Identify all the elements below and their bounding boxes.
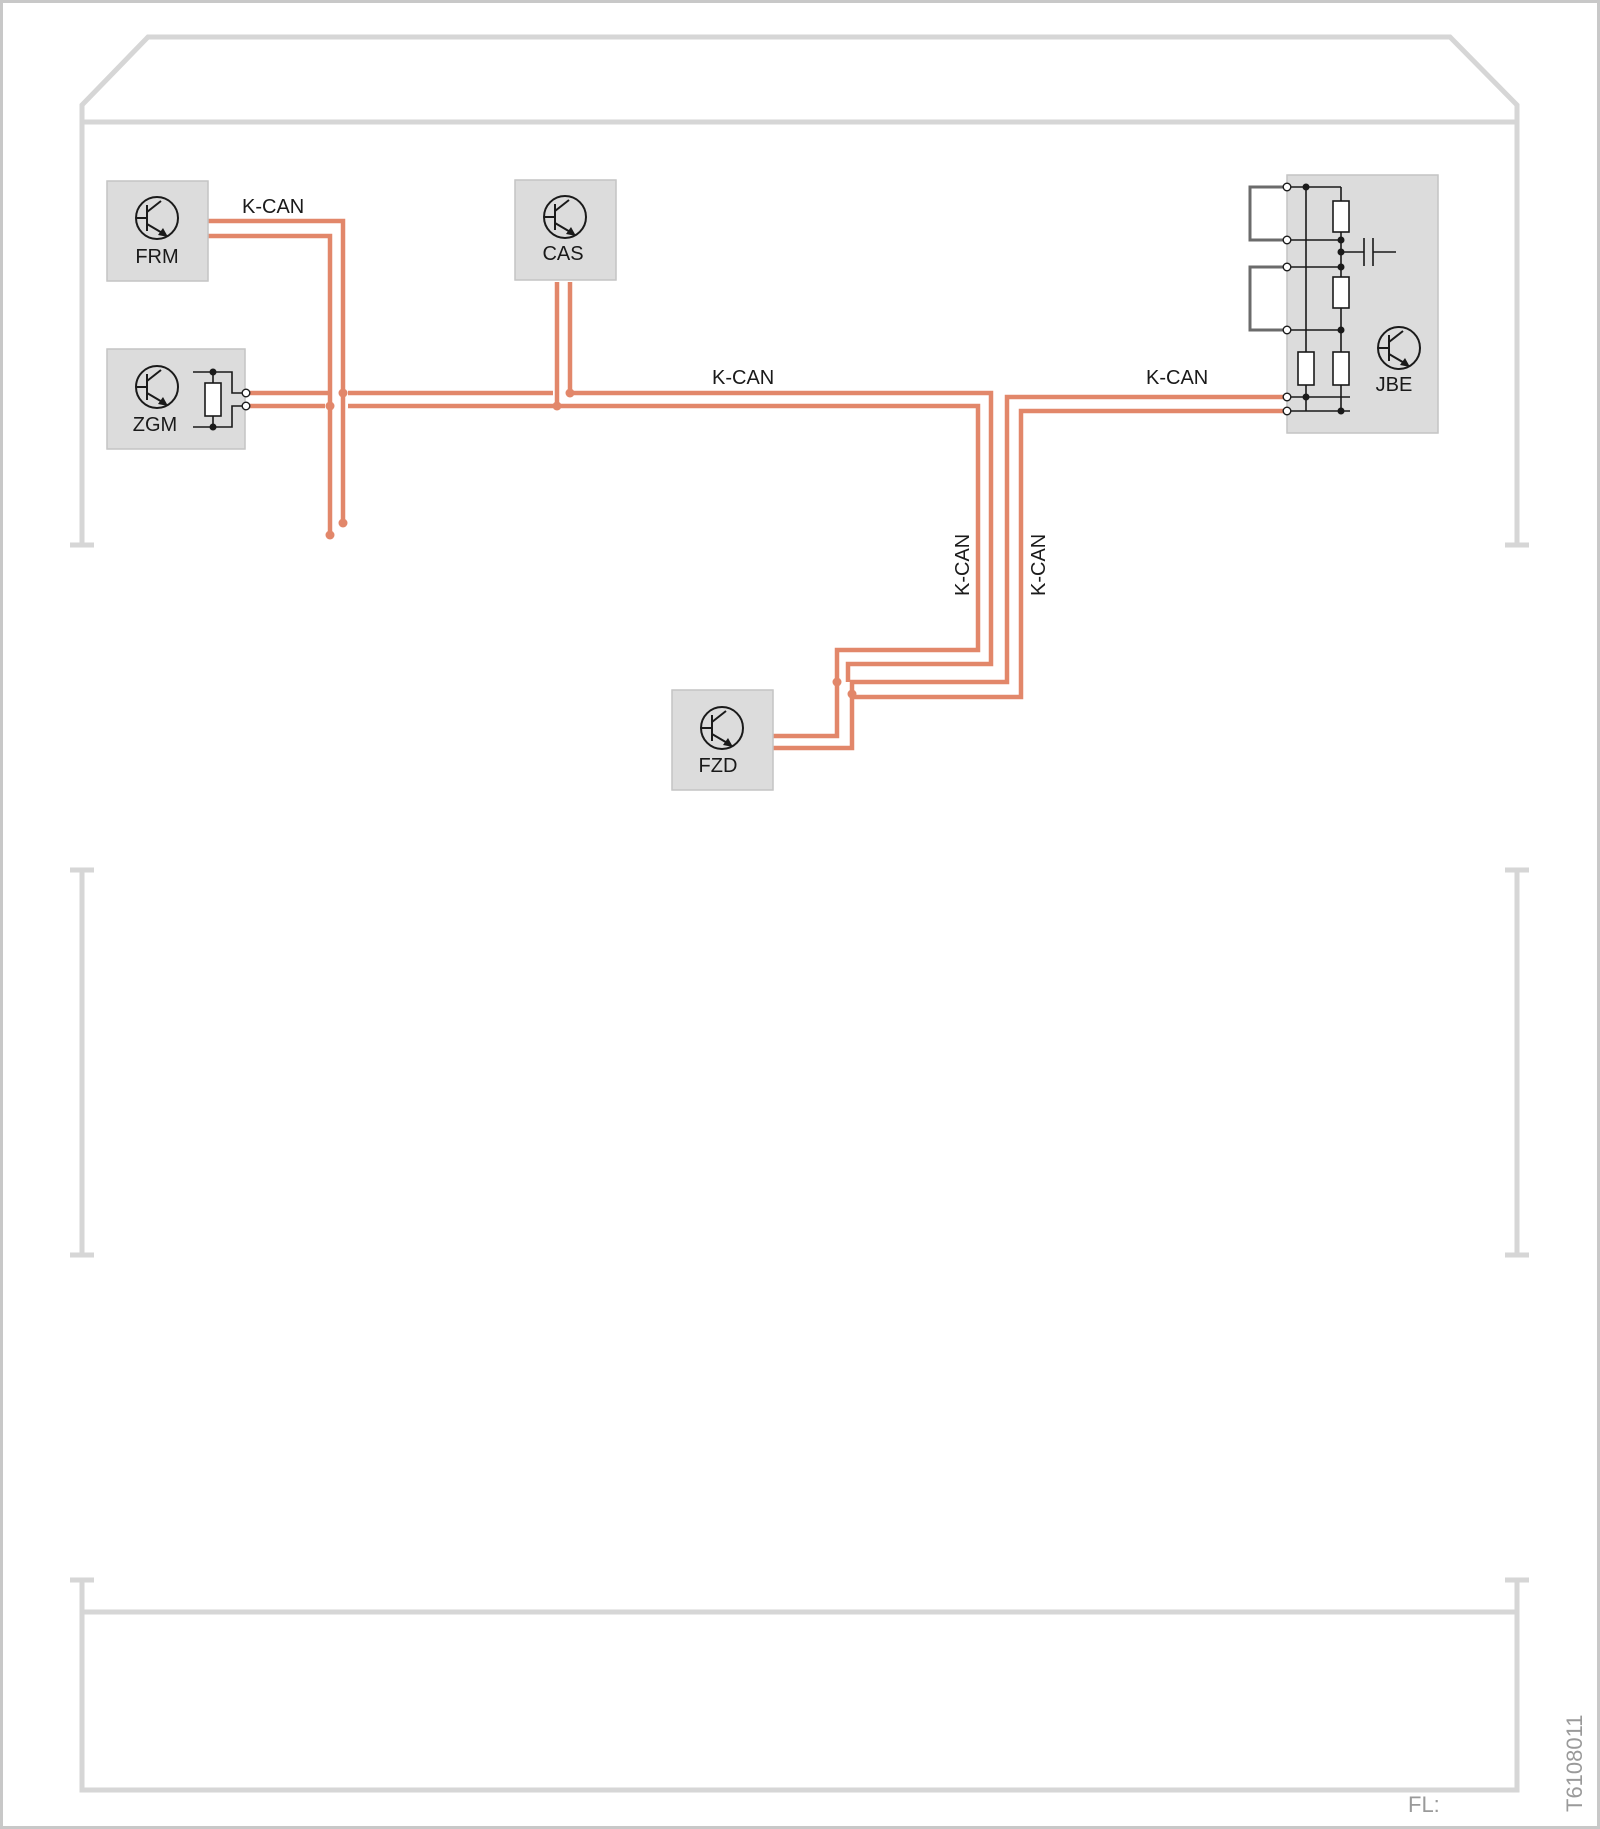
vehicle-frame-bottom bbox=[70, 1577, 1529, 1793]
junction-node bbox=[552, 401, 562, 411]
bus-label-jbe: K-CAN bbox=[1146, 367, 1208, 389]
junction-node bbox=[325, 401, 335, 411]
transistor-icon bbox=[700, 706, 744, 750]
figure-id: T6108011 bbox=[1562, 1715, 1587, 1812]
module-zgm[interactable]: ZGM bbox=[106, 348, 251, 450]
module-label: FRM bbox=[135, 246, 178, 268]
transistor-icon bbox=[135, 196, 179, 240]
jbe-bus-network-icon bbox=[1248, 182, 1396, 416]
junction-node bbox=[338, 388, 348, 398]
bus-label-vertical-right: K-CAN bbox=[1028, 534, 1050, 596]
transistor-icon bbox=[1377, 326, 1421, 370]
bus-label-vertical-left: K-CAN bbox=[952, 534, 974, 596]
bus-label-main: K-CAN bbox=[712, 367, 774, 389]
junction-node bbox=[832, 677, 842, 687]
module-jbe[interactable]: JBE bbox=[1248, 174, 1439, 434]
module-label: FZD bbox=[699, 755, 738, 777]
k-can-wires bbox=[208, 218, 1287, 751]
fl-label: FL: bbox=[1408, 1792, 1440, 1817]
terminating-resistor-icon bbox=[193, 368, 251, 431]
module-label: CAS bbox=[542, 243, 583, 265]
vehicle-frame-middle bbox=[70, 867, 1529, 1258]
module-label: ZGM bbox=[133, 414, 177, 436]
transistor-icon bbox=[543, 195, 587, 239]
module-cas[interactable]: CAS bbox=[514, 179, 617, 281]
bus-label-frm: K-CAN bbox=[242, 196, 304, 218]
wire-end-node bbox=[338, 518, 348, 528]
module-frm[interactable]: FRM bbox=[106, 180, 209, 282]
wire-junctions bbox=[325, 388, 857, 699]
module-label: JBE bbox=[1376, 374, 1413, 396]
junction-node bbox=[847, 689, 857, 699]
wire-end-node bbox=[325, 530, 335, 540]
transistor-icon bbox=[135, 365, 179, 409]
junction-node bbox=[565, 388, 575, 398]
vehicle-frame-top bbox=[70, 34, 1529, 548]
module-fzd[interactable]: FZD bbox=[671, 689, 774, 791]
